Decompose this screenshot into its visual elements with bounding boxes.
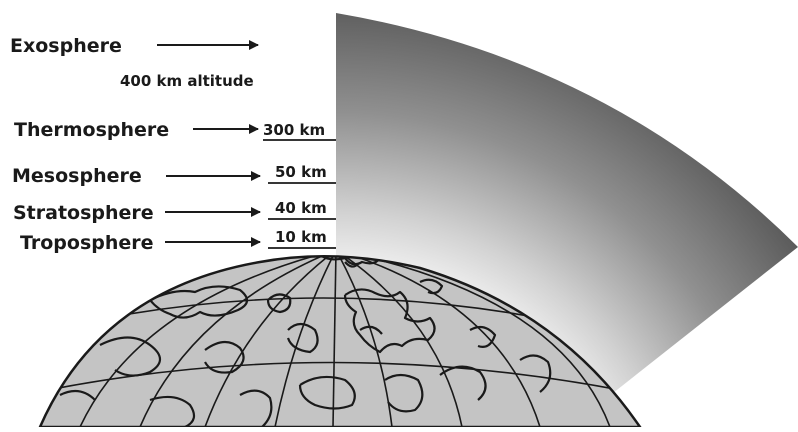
altitude-label-troposphere: 10 km bbox=[275, 228, 327, 246]
layer-name-thermosphere: Thermosphere bbox=[14, 119, 169, 141]
exosphere-note: 400 km altitude bbox=[120, 72, 254, 90]
layer-name-troposphere: Troposphere bbox=[20, 232, 154, 254]
layer-name-mesosphere: Mesosphere bbox=[12, 165, 142, 187]
layer-exosphere: Exosphere 400 km altitude bbox=[10, 35, 259, 90]
layer-stratosphere: Stratosphere 40 km bbox=[13, 199, 336, 224]
layer-name-exosphere: Exosphere bbox=[10, 35, 122, 57]
layer-thermosphere: Thermosphere 300 km bbox=[14, 119, 336, 141]
altitude-label-mesosphere: 50 km bbox=[275, 163, 327, 181]
layer-troposphere: Troposphere 10 km bbox=[20, 228, 336, 254]
altitude-label-thermosphere: 300 km bbox=[263, 121, 325, 139]
globe bbox=[38, 255, 643, 429]
layer-name-stratosphere: Stratosphere bbox=[13, 202, 154, 224]
layer-mesosphere: Mesosphere 50 km bbox=[12, 163, 336, 187]
graticule bbox=[47, 256, 621, 427]
coastlines bbox=[59, 256, 552, 427]
altitude-label-stratosphere: 40 km bbox=[275, 199, 327, 217]
